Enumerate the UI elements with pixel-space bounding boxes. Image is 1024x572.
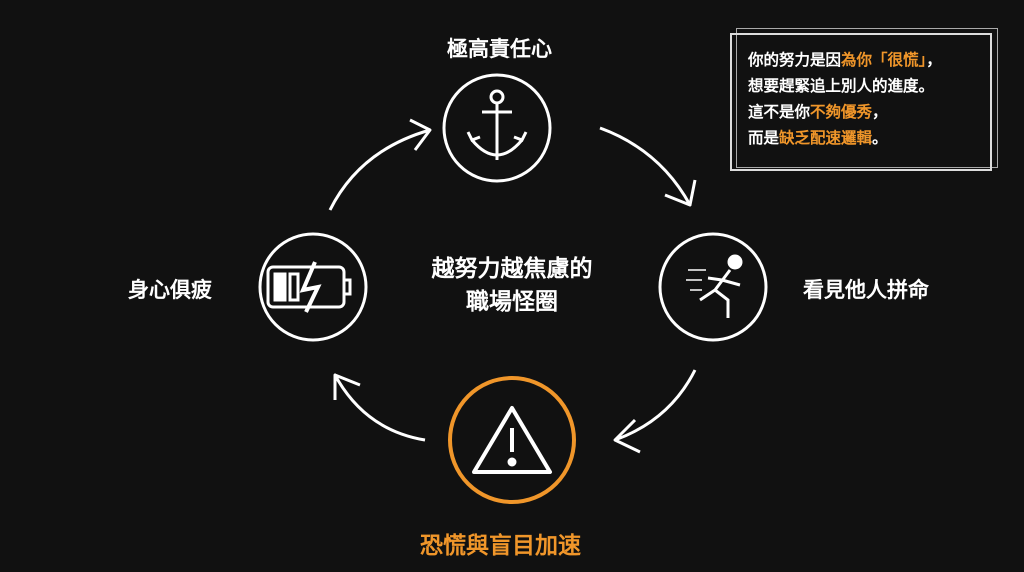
q4a: 而是 — [748, 129, 780, 147]
arrow-right-bottom — [613, 369, 697, 454]
anchor-icon — [466, 89, 528, 160]
node-left-circle — [258, 232, 368, 342]
q3a: 這不是你 — [748, 103, 811, 121]
q4b: 缺乏配速邏輯 — [779, 129, 873, 147]
low-battery-icon — [266, 261, 352, 313]
title-line-1: 越努力越焦慮的 — [431, 256, 593, 282]
q3c: ， — [872, 103, 888, 121]
node-bottom-label: 恐慌與盲目加速 — [420, 533, 581, 559]
node-bottom-circle — [448, 376, 576, 504]
arrow-bottom-left — [333, 373, 426, 442]
diagram-title: 越努力越焦慮的 職場怪圈 — [380, 253, 644, 319]
q4c: 。 — [872, 129, 888, 147]
quote-frame — [736, 28, 998, 168]
node-left-label: 身心俱疲 — [128, 278, 212, 302]
node-top-circle — [442, 73, 552, 183]
node-top-label: 極高責任心 — [447, 37, 552, 61]
arrow-left-top — [328, 118, 432, 211]
runner-icon — [686, 254, 743, 318]
warning-icon — [472, 406, 552, 474]
q1a: 你的努力是因 — [748, 51, 842, 69]
title-line-2: 職場怪圈 — [466, 289, 558, 315]
q1b: 為你「很慌」 — [841, 51, 927, 69]
q1c: ， — [926, 51, 942, 69]
quote-box: 你的努力是因為你「很慌」， 想要趕緊追上別人的進度。 這不是你不夠優秀， 而是缺… — [730, 33, 992, 171]
node-right-label: 看見他人拼命 — [803, 278, 929, 302]
arrow-top-right — [599, 126, 697, 207]
q3b: 不夠優秀 — [810, 103, 873, 121]
q2: 想要趕緊追上別人的進度。 — [748, 77, 935, 95]
node-right-circle — [658, 232, 768, 342]
